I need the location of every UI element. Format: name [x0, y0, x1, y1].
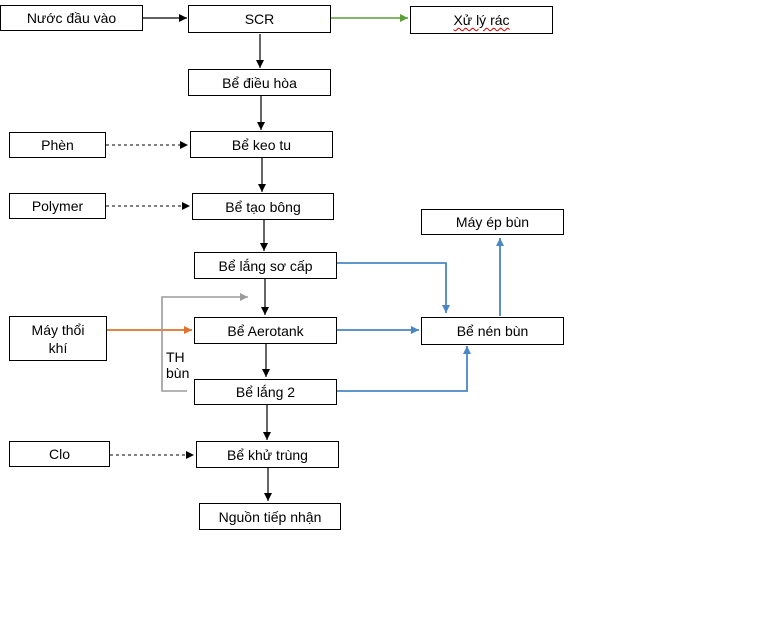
sludge-press-box: Máy ép bùn	[421, 209, 564, 235]
disinfection-tank-label: Bể khử trùng	[227, 446, 308, 463]
input-water-box: Nước đầu vào	[0, 5, 143, 31]
disinfection-tank-box: Bể khử trùng	[196, 441, 339, 468]
alum-label: Phèn	[41, 137, 74, 153]
polymer-label: Polymer	[31, 198, 84, 214]
return-sludge-label-line2: bùn	[166, 365, 190, 381]
air-blower-label-line1: Máy thổi	[31, 321, 85, 338]
return-sludge-label-line1: TH	[166, 349, 185, 365]
coagulation-tank-label: Bể keo tu	[231, 136, 292, 153]
air-blower-box: Máy thổi khí	[9, 316, 107, 361]
alum-box: Phèn	[9, 132, 106, 158]
secondary-settling-tank-label: Bể lắng 2	[235, 384, 296, 400]
input-water-label: Nước đầu vào	[26, 10, 117, 26]
secondary-settling-tank-box: Bể lắng 2	[194, 379, 337, 405]
arrow-primary-to-thickener	[337, 262, 450, 313]
equalization-tank-label: Bể điều hòa	[222, 74, 297, 91]
scr-box: SCR	[188, 5, 331, 33]
waste-treatment-label: Xử lý rác	[453, 12, 510, 28]
primary-settling-tank-label: Bể lắng sơ cấp	[218, 257, 313, 274]
flocculation-tank-box: Bể tạo bông	[192, 193, 334, 220]
primary-settling-tank-box: Bể lắng sơ cấp	[194, 252, 337, 279]
aerotank-label: Bể Aerotank	[227, 322, 304, 339]
flocculation-tank-label: Bể tạo bông	[225, 198, 301, 215]
receiving-source-label: Nguồn tiếp nhận	[218, 508, 322, 525]
polymer-box: Polymer	[9, 193, 106, 219]
arrow-return-sludge	[161, 293, 248, 392]
chlorine-label: Clo	[48, 446, 70, 462]
sludge-thickener-label: Bể nén bùn	[456, 323, 529, 339]
chlorine-box: Clo	[9, 441, 110, 467]
coagulation-tank-box: Bể keo tu	[190, 131, 333, 158]
receiving-source-box: Nguồn tiếp nhận	[199, 503, 341, 530]
waste-treatment-box: Xử lý rác	[410, 6, 553, 34]
arrow-secondary-to-thickener	[337, 346, 471, 392]
aerotank-box: Bể Aerotank	[194, 317, 337, 344]
equalization-tank-box: Bể điều hòa	[188, 69, 331, 96]
air-blower-label-line2: khí	[48, 339, 68, 356]
sludge-thickener-box: Bể nén bùn	[421, 317, 564, 345]
sludge-press-label: Máy ép bùn	[455, 214, 530, 230]
scr-label: SCR	[244, 11, 275, 27]
